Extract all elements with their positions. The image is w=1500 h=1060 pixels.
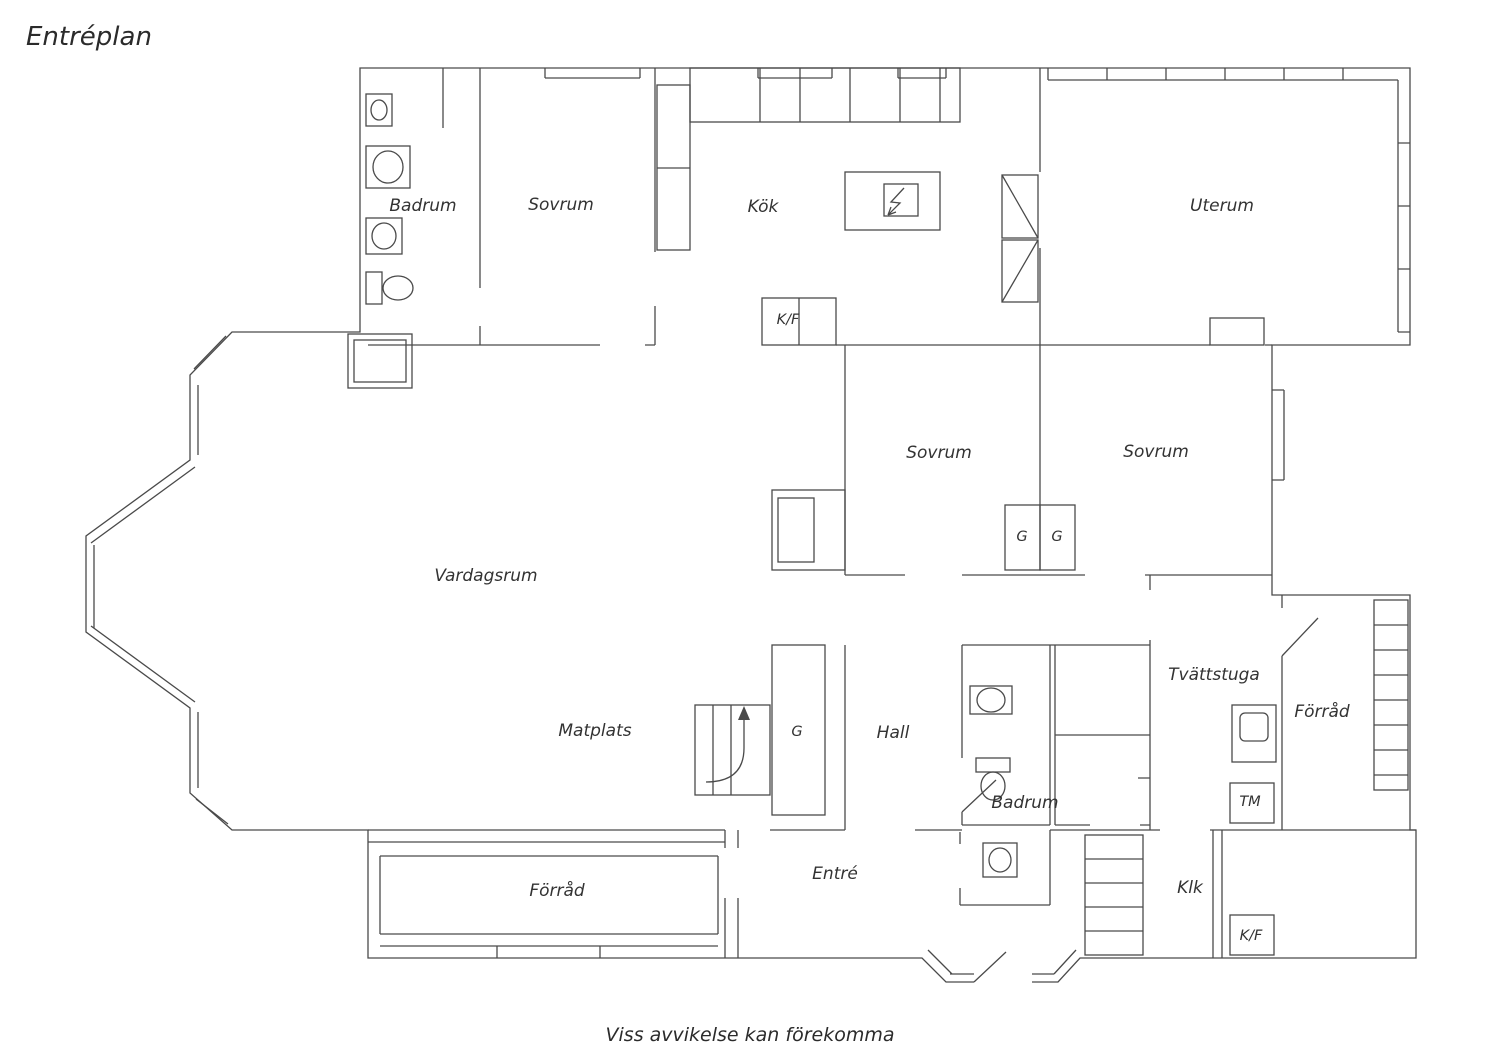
entry-sink-bowl [988,847,1012,873]
kitchen-tall-cabinet-2 [1001,239,1039,303]
kitchen-tall-cabinet-1-diag [1001,174,1039,239]
lightning-icon [887,187,905,216]
washbasin2-icon [365,217,403,255]
page-title: Entréplan [26,22,152,52]
closet-box-inner [353,339,407,383]
stairs [694,704,771,796]
room-label-sovrum-mid-right: Sovrum [1123,442,1189,462]
room-label-g1: G [1016,529,1028,545]
disclaimer-text: Viss avvikelse kan förekomma [605,1024,895,1046]
toilet-icon [365,271,383,305]
laundry-sink-inner [1239,712,1269,742]
living-room-niche [771,489,846,571]
living-room-niche-inner [777,497,815,563]
washbasin-icon [365,145,411,189]
sink-bowl [370,99,388,121]
room-label-kf-top: K/F [776,312,800,328]
sink-icon-2 [969,685,1013,715]
shelf-klk [1084,834,1144,956]
washbasin-bowl [372,150,404,184]
room-label-forrad-right: Förråd [1294,702,1350,722]
stairs-box [694,704,771,796]
sink-icon [365,93,393,127]
bathroom-fixtures-bottom [969,685,1018,878]
room-label-hall: Hall [876,723,910,743]
room-label-g3: G [791,724,803,740]
room-label-g2: G [1051,529,1063,545]
kitchen-counter [689,67,961,123]
room-label-forrad-bottom: Förråd [529,881,585,901]
stairs-arrow-icon [705,714,745,783]
toilet-bowl [382,275,414,301]
room-label-sovrum-top: Sovrum [528,195,594,215]
room-label-badrum-bottom: Badrum [991,793,1059,813]
stairs-treads [712,705,732,795]
kitchen-island [844,171,941,231]
uterum-step [1209,317,1265,346]
shelf-right [1373,599,1409,791]
wardrobes [771,489,1076,816]
toilet-bowl-2 [980,771,1006,801]
wardrobe-g2 [1039,504,1076,571]
washbasin2-bowl [371,222,397,250]
room-label-kok: Kök [747,197,779,217]
shelf-klk-rungs [1085,858,1143,932]
windows [90,68,1410,983]
bathroom-fixtures-top [347,68,444,389]
room-label-klk: Klk [1177,878,1203,898]
fridge-freezer-box-2 [1229,914,1275,956]
room-label-sovrum-mid-left: Sovrum [906,443,972,463]
sink-bowl-2 [976,687,1006,713]
kitchen-counter-dividers [759,68,941,122]
interior-walls [368,68,1416,958]
entry-sink-icon [982,842,1018,878]
room-label-badrum-top: Badrum [389,196,457,216]
stove-icon [883,183,919,217]
washing-machine-icon [1229,782,1275,824]
kitchen-fixtures [656,67,1265,346]
room-label-tvattstuga: Tvättstuga [1168,665,1260,685]
room-label-uterum: Uterum [1190,196,1254,216]
storage-shelving [1084,599,1409,956]
room-label-vardagsrum: Vardagsrum [434,566,538,586]
laundry-fixtures [1229,704,1277,956]
closet-box [347,333,413,389]
toilet-icon-2 [975,757,1011,773]
room-label-entre: Entré [812,864,858,884]
laundry-sink [1231,704,1277,763]
kitchen-tall-cabinet-2-diag [1001,239,1039,303]
room-label-tm: TM [1239,794,1261,810]
shelf-right-rungs [1374,624,1408,776]
hall-wardrobe-g [771,644,826,816]
stairs-arrowhead [738,706,750,720]
room-label-kf-bottom: K/F [1239,928,1263,944]
room-label-matplats: Matplats [558,721,632,741]
kitchen-tall-cabinet-1 [1001,174,1039,239]
